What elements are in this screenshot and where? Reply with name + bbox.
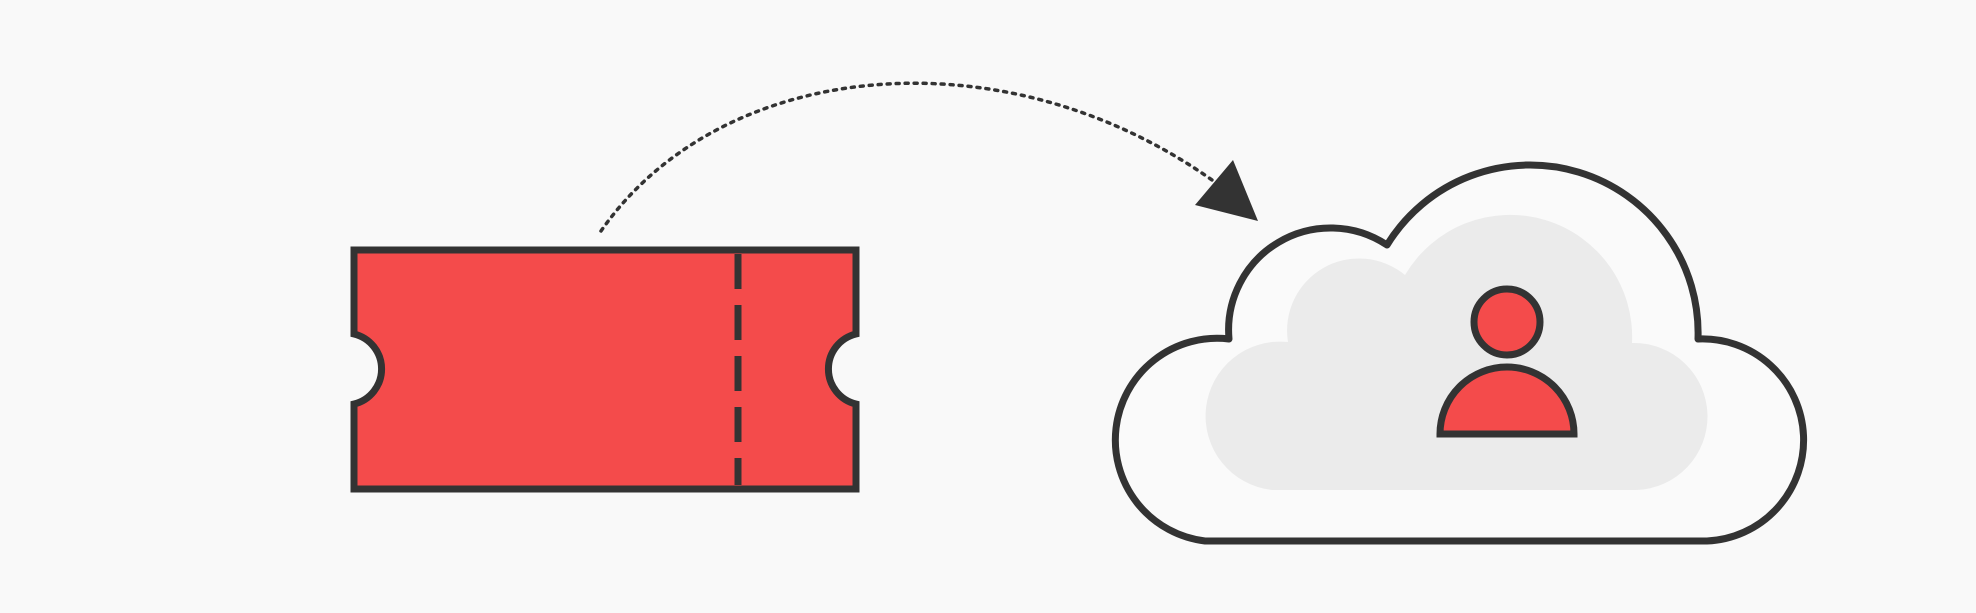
arrow-dotted-path [599, 81, 1214, 233]
user-icon [1436, 285, 1578, 438]
cloud-inner-shadow [1205, 214, 1708, 491]
arrow-head [1195, 160, 1258, 221]
cloud-icon [1111, 161, 1808, 545]
user-head [1470, 285, 1544, 359]
ticket-body [350, 246, 860, 493]
ticket-icon [350, 246, 860, 493]
curved-dotted-arrow [599, 81, 1258, 233]
user-body [1436, 363, 1578, 438]
